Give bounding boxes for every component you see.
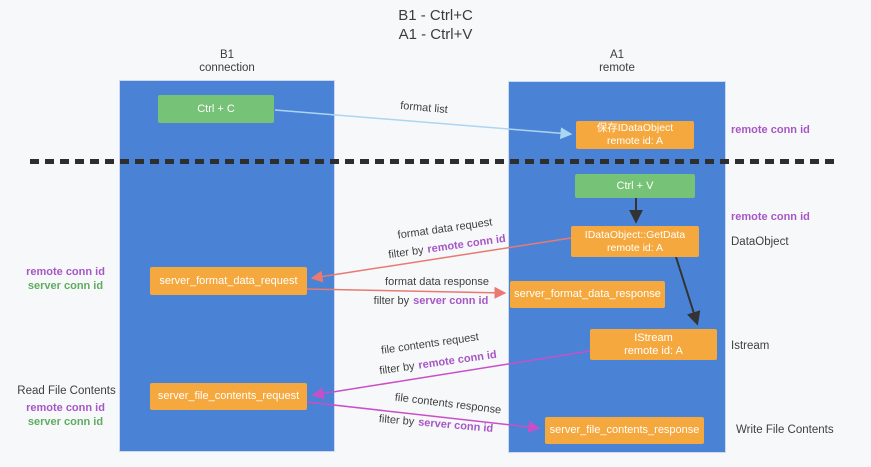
filter-by-text: filter by bbox=[378, 360, 416, 378]
box-server-format-data-request-label: server_format_data_request bbox=[159, 274, 298, 287]
lane-right-title: A1 bbox=[609, 49, 625, 61]
left-format-conn-labels: remote conn id server conn id bbox=[18, 265, 113, 293]
filter-by-text: filter by bbox=[373, 295, 410, 307]
server-conn-id-key: server conn id bbox=[417, 416, 494, 435]
title-line-1: B1 - Ctrl+C bbox=[398, 7, 473, 24]
box-server-format-data-response-label: server_format_data_response bbox=[514, 288, 661, 300]
remote-conn-id-key: remote conn id bbox=[417, 348, 498, 372]
lane-left-subtitle: connection bbox=[199, 62, 255, 74]
side-label-remote-conn-id-top: remote conn id bbox=[731, 124, 810, 136]
format-remote-conn-id-label: remote conn id bbox=[26, 266, 105, 278]
box-ctrl-c: Ctrl + C bbox=[158, 95, 274, 123]
box-ctrl-c-label: Ctrl + C bbox=[197, 102, 235, 115]
box-idataobject-getdata-line1: IDataObject::GetData bbox=[584, 228, 686, 241]
box-istream-line2: remote id: A bbox=[624, 344, 683, 357]
format-server-conn-id-label: server conn id bbox=[27, 280, 104, 292]
box-save-idataobject-line1: 保存IDataObject bbox=[596, 122, 674, 134]
lane-left-title: B1 bbox=[219, 49, 235, 61]
box-ctrl-v-label: Ctrl + V bbox=[616, 179, 654, 192]
side-label-write-file-contents: Write File Contents bbox=[736, 424, 834, 436]
box-save-idataobject-line2: remote id: A bbox=[606, 135, 664, 147]
lane-right-subtitle: remote bbox=[599, 62, 635, 74]
side-label-istream: Istream bbox=[731, 340, 770, 352]
remote-conn-id-key: remote conn id bbox=[426, 232, 507, 256]
side-label-dataobject: DataObject bbox=[731, 236, 789, 248]
label-file-contents-response: file contents response bbox=[394, 391, 502, 417]
left-file-conn-labels: remote conn id server conn id bbox=[18, 401, 113, 429]
box-ctrl-v: Ctrl + V bbox=[575, 174, 695, 198]
box-server-file-contents-request: server_file_contents_request bbox=[150, 383, 307, 410]
title-line-2: A1 - Ctrl+V bbox=[398, 26, 473, 43]
box-istream: IStream remote id: A bbox=[590, 329, 717, 360]
side-label-remote-conn-id-mid: remote conn id bbox=[731, 211, 810, 223]
box-istream-line1: IStream bbox=[634, 331, 673, 344]
filter-by-text: filter by bbox=[387, 244, 425, 262]
arrow-format-data-response bbox=[306, 286, 507, 299]
box-idataobject-getdata-line2: remote id: A bbox=[606, 241, 664, 254]
file-remote-conn-id-label: remote conn id bbox=[26, 402, 105, 414]
lane-header-left: B1 connection bbox=[119, 49, 335, 75]
file-server-conn-id-label: server conn id bbox=[27, 416, 104, 428]
dashed-divider bbox=[30, 159, 838, 164]
label-format-data-response: format data response bbox=[385, 276, 489, 288]
box-save-idataobject: 保存IDataObject remote id: A bbox=[576, 121, 694, 149]
diagram-title: B1 - Ctrl+C A1 - Ctrl+V bbox=[0, 6, 871, 44]
box-server-file-contents-response-label: server_file_contents_response bbox=[549, 424, 700, 436]
filter-by-text: filter by bbox=[378, 413, 415, 429]
label-format-list: format list bbox=[399, 99, 449, 117]
read-file-contents-label: Read File Contents bbox=[17, 385, 116, 397]
box-server-format-data-response: server_format_data_response bbox=[510, 281, 665, 308]
box-idataobject-getdata: IDataObject::GetData remote id: A bbox=[571, 226, 699, 257]
server-conn-id-key: server conn id bbox=[413, 295, 489, 307]
box-server-file-contents-request-label: server_file_contents_request bbox=[157, 390, 300, 402]
box-server-file-contents-response: server_file_contents_response bbox=[545, 417, 704, 444]
box-server-format-data-request: server_format_data_request bbox=[150, 267, 307, 295]
lane-header-right: A1 remote bbox=[508, 49, 726, 75]
